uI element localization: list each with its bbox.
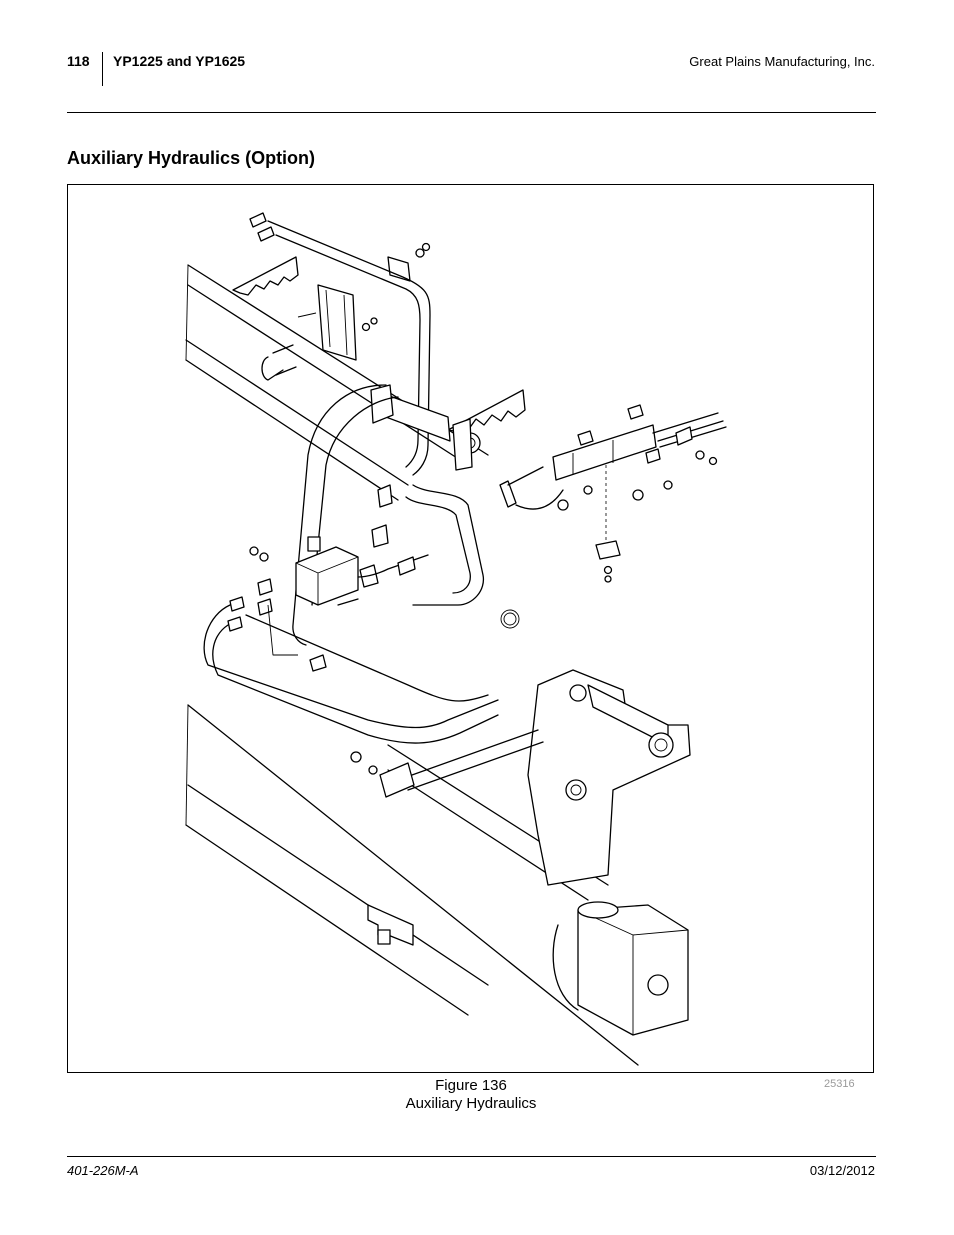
model-name: YP1225 and YP1625: [113, 53, 246, 69]
header-rule: [67, 112, 876, 113]
footer-rule: [67, 1156, 876, 1157]
drawing-id: 25316: [824, 1078, 855, 1090]
section-title: Auxiliary Hydraulics (Option): [67, 148, 316, 168]
header-divider: [102, 52, 103, 86]
revision-date: 03/12/2012: [809, 1163, 875, 1178]
figure-caption: Auxiliary Hydraulics: [405, 1095, 537, 1112]
page-number: 118: [67, 53, 90, 69]
document-number: 401-226M-A: [67, 1163, 139, 1178]
figure-frame: [67, 184, 874, 1073]
company-name: Great Plains Manufacturing, Inc.: [689, 54, 875, 69]
figure-number: Figure 136: [435, 1077, 507, 1094]
hydraulics-drawing: [185, 212, 727, 1066]
